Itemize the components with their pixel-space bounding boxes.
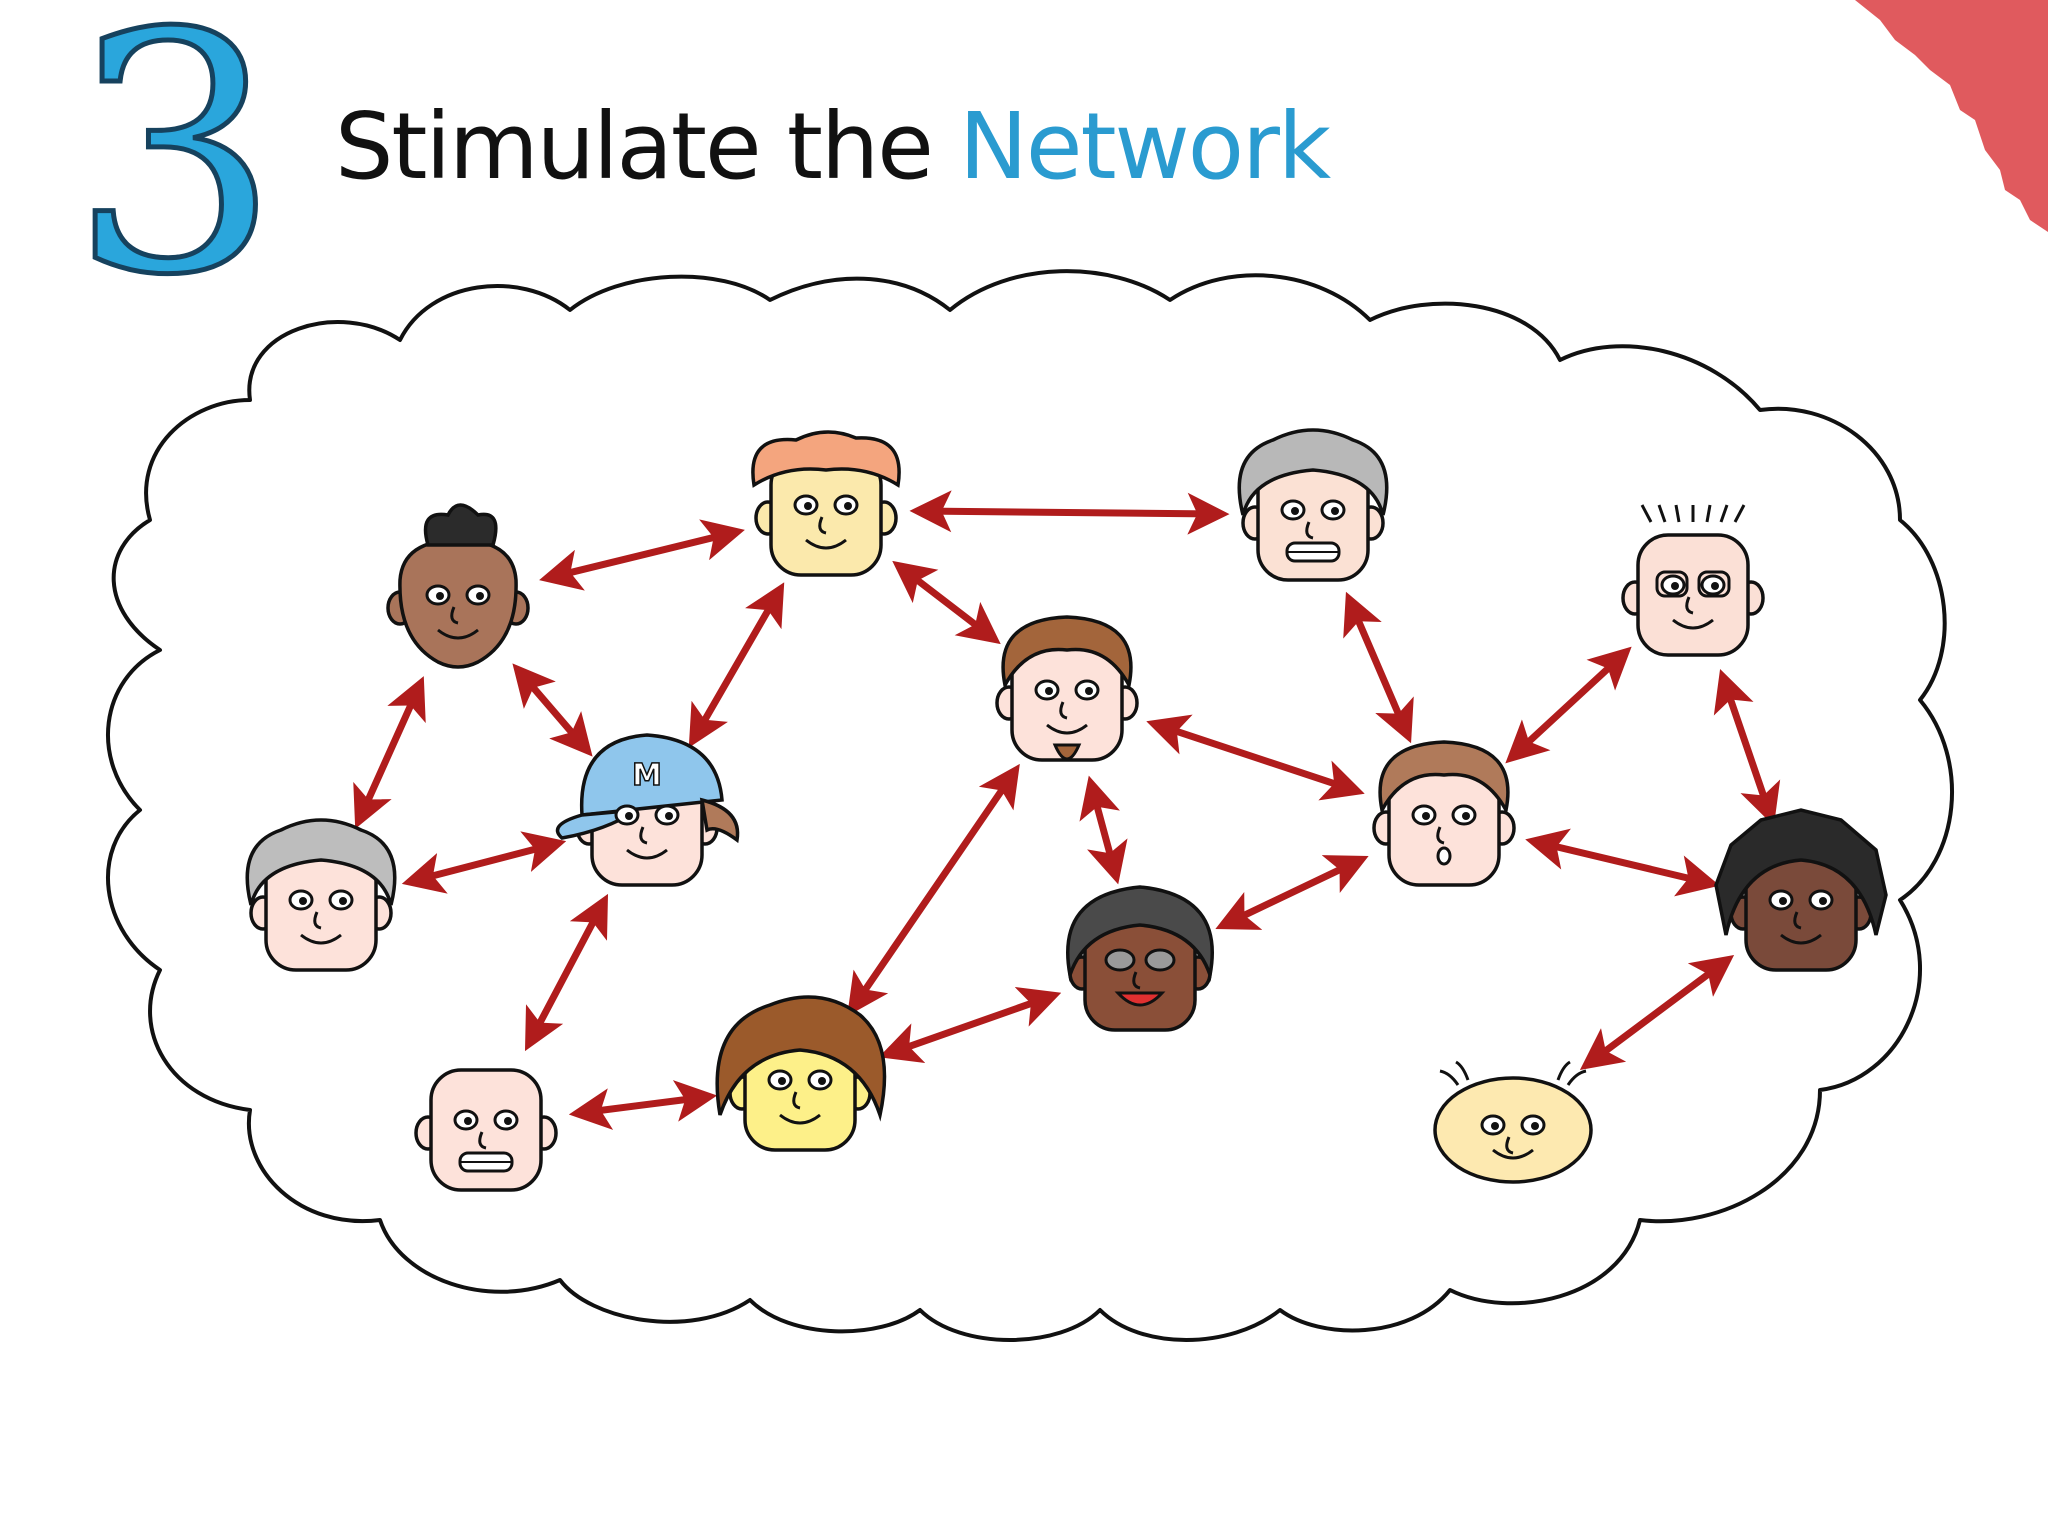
person-gray-curly-man [1237,428,1389,582]
person-dreadlock-man [1714,808,1888,972]
slide-title: Stimulate the Network [335,92,1331,202]
person-glasses-bald-man [1621,504,1765,657]
title-lead: Stimulate the [335,93,934,200]
title-accent: Network [959,93,1331,200]
face-baby [1433,1076,1593,1184]
link-afro-man-ginger-teen [539,519,745,591]
link-gray-curly-man-angry-man [1343,591,1414,744]
face-bald-grin-man [429,1068,543,1192]
link-afro-man-cap-boy [512,663,593,757]
link-cap-boy-bald-grin-man [524,893,609,1052]
person-sunglasses-woman [1066,885,1214,1032]
link-glasses-bald-man-dreadlock-man [1713,668,1781,827]
person-afro-man [386,503,530,669]
network-links [353,490,1781,1130]
link-ginger-teen-cap-boy [688,582,785,748]
link-goatee-man-sunglasses-woman [1079,775,1128,885]
person-angry-man [1372,740,1516,887]
person-gray-hair-woman [245,818,397,972]
person-goatee-man [995,615,1139,762]
person-curly-kid [715,995,887,1152]
network-cloud [106,269,1955,1342]
link-dreadlock-man-baby [1579,954,1735,1071]
link-ginger-teen-gray-curly-man [909,490,1230,535]
network-people: M [245,428,1888,1192]
link-goatee-man-angry-man [1146,714,1365,801]
face-glasses-bald-man [1636,533,1750,657]
cap-letter: M [632,758,662,793]
person-baby [1433,1060,1593,1184]
link-afro-man-gray-hair-woman [353,676,426,829]
link-angry-man-glasses-bald-man [1505,646,1632,764]
person-cap-boy: M [555,733,740,887]
link-angry-man-dreadlock-man [1525,828,1720,897]
step-number: 3 [68,0,283,347]
link-goatee-man-curly-kid [847,763,1020,1017]
link-curly-kid-sunglasses-woman [878,986,1062,1064]
link-gray-hair-woman-cap-boy [401,831,567,894]
person-ginger-teen [751,430,901,577]
link-bald-grin-man-curly-kid [568,1080,718,1130]
person-bald-grin-man [414,1068,558,1192]
link-ginger-teen-goatee-man [892,560,1001,645]
link-angry-man-sunglasses-woman [1215,855,1369,930]
